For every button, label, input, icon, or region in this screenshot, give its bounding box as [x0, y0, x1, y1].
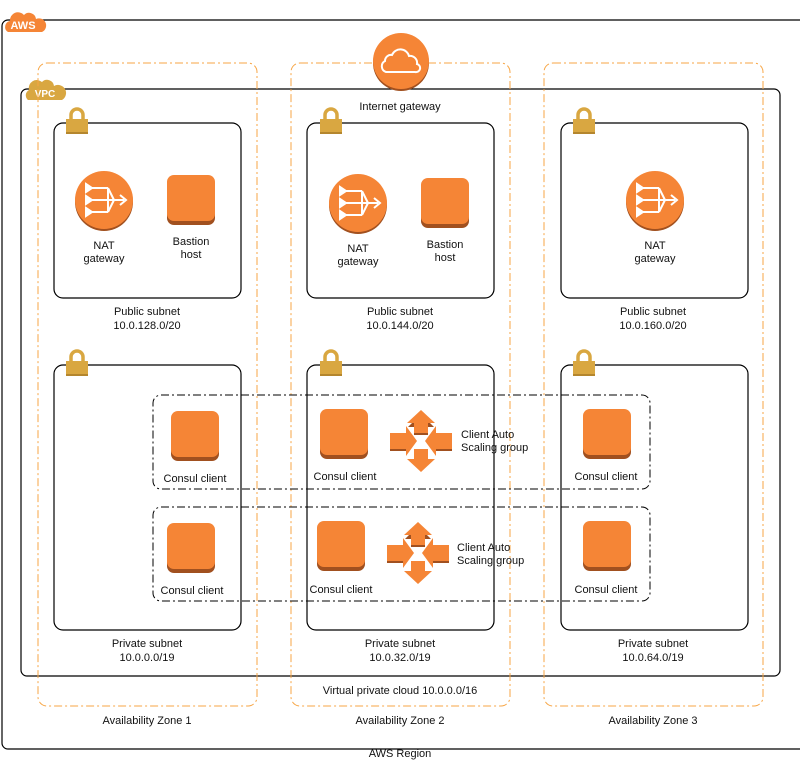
nat-label: gateway — [338, 256, 379, 268]
subnet-cidr: 10.0.0.0/19 — [119, 652, 174, 664]
zone-label: Availability Zone 3 — [608, 715, 697, 727]
subnet-name: Public subnet — [114, 306, 180, 318]
zone-label: Availability Zone 1 — [102, 715, 191, 727]
bastion-host-icon — [167, 175, 215, 225]
public-subnet-1: NAT gateway Bastion host Public subnet 1… — [53, 107, 242, 332]
subnet-cidr: 10.0.64.0/19 — [622, 652, 683, 664]
nat-gateway-icon — [328, 173, 388, 235]
consul-client-icon — [583, 521, 631, 571]
auto-scaling-icon — [390, 410, 452, 472]
consul-client-icon — [583, 409, 631, 459]
subnet-cidr: 10.0.160.0/20 — [619, 320, 686, 332]
subnet-name: Public subnet — [367, 306, 433, 318]
bastion-label: host — [181, 249, 202, 261]
nat-label: NAT — [644, 240, 665, 252]
consul-client-label: Consul client — [575, 584, 638, 596]
private-subnet-3: Private subnet 10.0.64.0/19 — [560, 349, 749, 664]
consul-client-icon — [171, 411, 219, 461]
subnet-name: Private subnet — [112, 638, 182, 650]
auto-scaling-icon — [387, 522, 449, 584]
consul-client-icon — [167, 523, 215, 573]
aws-badge-label: AWS — [10, 20, 35, 32]
nat-label: gateway — [84, 253, 125, 265]
cloud-icon — [380, 48, 422, 74]
asg-label: Client Auto — [457, 542, 510, 554]
consul-client-icon — [317, 521, 365, 571]
private-subnet-1: Private subnet 10.0.0.0/19 — [53, 349, 242, 664]
nat-label: NAT — [347, 243, 368, 255]
availability-zone-1: Availability Zone 1 — [37, 62, 258, 727]
vpc-badge-label: VPC — [35, 89, 56, 100]
consul-client-label: Consul client — [164, 473, 227, 485]
zone-label: Availability Zone 2 — [355, 715, 444, 727]
consul-client-label: Consul client — [314, 471, 377, 483]
subnet-cidr: 10.0.32.0/19 — [369, 652, 430, 664]
lock-icon — [318, 107, 344, 136]
asg-label: Client Auto — [461, 429, 514, 441]
aws-badge: AWS — [5, 12, 47, 32]
internet-gateway-label: Internet gateway — [359, 101, 441, 113]
bastion-label: host — [435, 252, 456, 264]
lock-icon — [64, 107, 90, 136]
vpc-label: Virtual private cloud 10.0.0.0/16 — [323, 685, 478, 697]
availability-zone-3: Availability Zone 3 — [543, 62, 764, 727]
subnet-name: Public subnet — [620, 306, 686, 318]
lock-icon — [318, 349, 344, 378]
lock-icon — [571, 107, 597, 136]
internet-gateway: Internet gateway — [359, 33, 441, 113]
auto-scaling-group-2: Consul client Consul client Consul clien… — [152, 506, 651, 602]
bastion-host-icon — [421, 178, 469, 228]
lock-icon — [571, 349, 597, 378]
bastion-label: Bastion — [173, 236, 210, 248]
consul-client-label: Consul client — [161, 585, 224, 597]
consul-client-icon — [320, 409, 368, 459]
subnet-name: Private subnet — [618, 638, 688, 650]
private-subnet-2: Private subnet 10.0.32.0/19 — [306, 349, 495, 664]
consul-client-label: Consul client — [310, 584, 373, 596]
nat-label: gateway — [635, 253, 676, 265]
subnet-cidr: 10.0.144.0/20 — [366, 320, 433, 332]
nat-label: NAT — [93, 240, 114, 252]
asg-label: Scaling group — [461, 442, 528, 454]
subnet-cidr: 10.0.128.0/20 — [113, 320, 180, 332]
asg-label: Scaling group — [457, 555, 524, 567]
vpc-badge: VPC — [25, 79, 67, 100]
subnet-name: Private subnet — [365, 638, 435, 650]
public-subnet-2: NAT gateway Bastion host Public subnet 1… — [306, 107, 495, 332]
auto-scaling-group-1: Consul client Consul client Consul clien… — [152, 394, 651, 490]
bastion-label: Bastion — [427, 239, 464, 251]
nat-gateway-icon — [625, 170, 685, 232]
aws-region: AWS Region — [1, 19, 800, 760]
lock-icon — [64, 349, 90, 378]
consul-client-label: Consul client — [575, 471, 638, 483]
region-label: AWS Region — [369, 748, 432, 760]
nat-gateway-icon — [74, 170, 134, 232]
public-subnet-3: NAT gateway Public subnet 10.0.160.0/20 — [560, 107, 749, 332]
